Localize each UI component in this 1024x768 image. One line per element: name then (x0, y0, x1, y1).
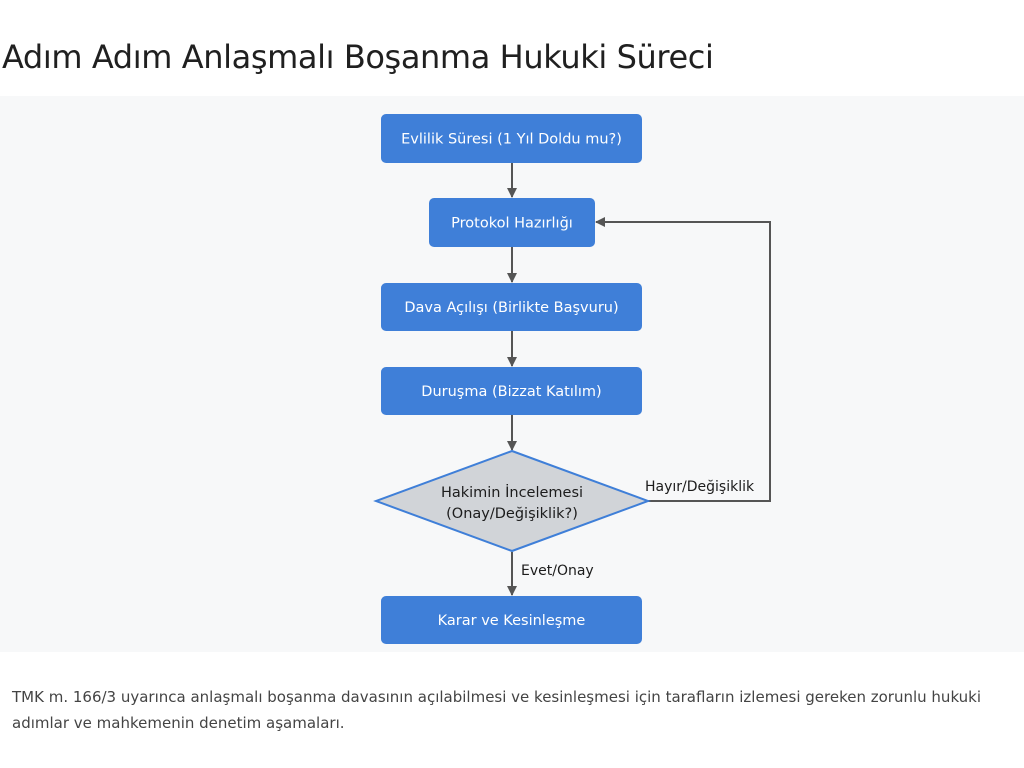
connectors (507, 163, 771, 596)
yes-approve-label: Evet/Onay (521, 563, 594, 579)
page-title: Adım Adım Anlaşmalı Boşanma Hukuki Sürec… (2, 38, 714, 76)
flowchart-area: Evlilik Süresi (1 Yıl Doldu mu?) Protoko… (0, 96, 1024, 652)
flow-step-1-label: Evlilik Süresi (1 Yıl Doldu mu?) (401, 132, 622, 148)
decision-label-line1: Hakimin İncelemesi (441, 483, 583, 501)
arrow-decision-loop-back (595, 217, 771, 502)
flow-step-4-label: Duruşma (Bizzat Katılım) (421, 384, 601, 400)
no-change-label: Hayır/Değişiklik (645, 479, 755, 495)
flow-step-2-label: Protokol Hazırlığı (451, 216, 573, 232)
flow-step-1: Evlilik Süresi (1 Yıl Doldu mu?) (381, 114, 642, 163)
decision-node: Hakimin İncelemesi (Onay/Değişiklik?) (373, 449, 651, 553)
flow-step-3: Dava Açılışı (Birlikte Başvuru) (381, 283, 642, 331)
figure-caption: TMK m. 166/3 uyarınca anlaşmalı boşanma … (12, 688, 982, 732)
flow-step-4: Duruşma (Bizzat Katılım) (381, 367, 642, 415)
flow-step-3-label: Dava Açılışı (Birlikte Başvuru) (404, 300, 618, 316)
flow-step-final-label: Karar ve Kesinleşme (438, 613, 586, 629)
decision-label-line2: (Onay/Değişiklik?) (446, 506, 578, 522)
flow-step-2: Protokol Hazırlığı (429, 198, 595, 247)
flowchart: Evlilik Süresi (1 Yıl Doldu mu?) Protoko… (373, 114, 771, 644)
flow-step-final: Karar ve Kesinleşme (381, 596, 642, 644)
